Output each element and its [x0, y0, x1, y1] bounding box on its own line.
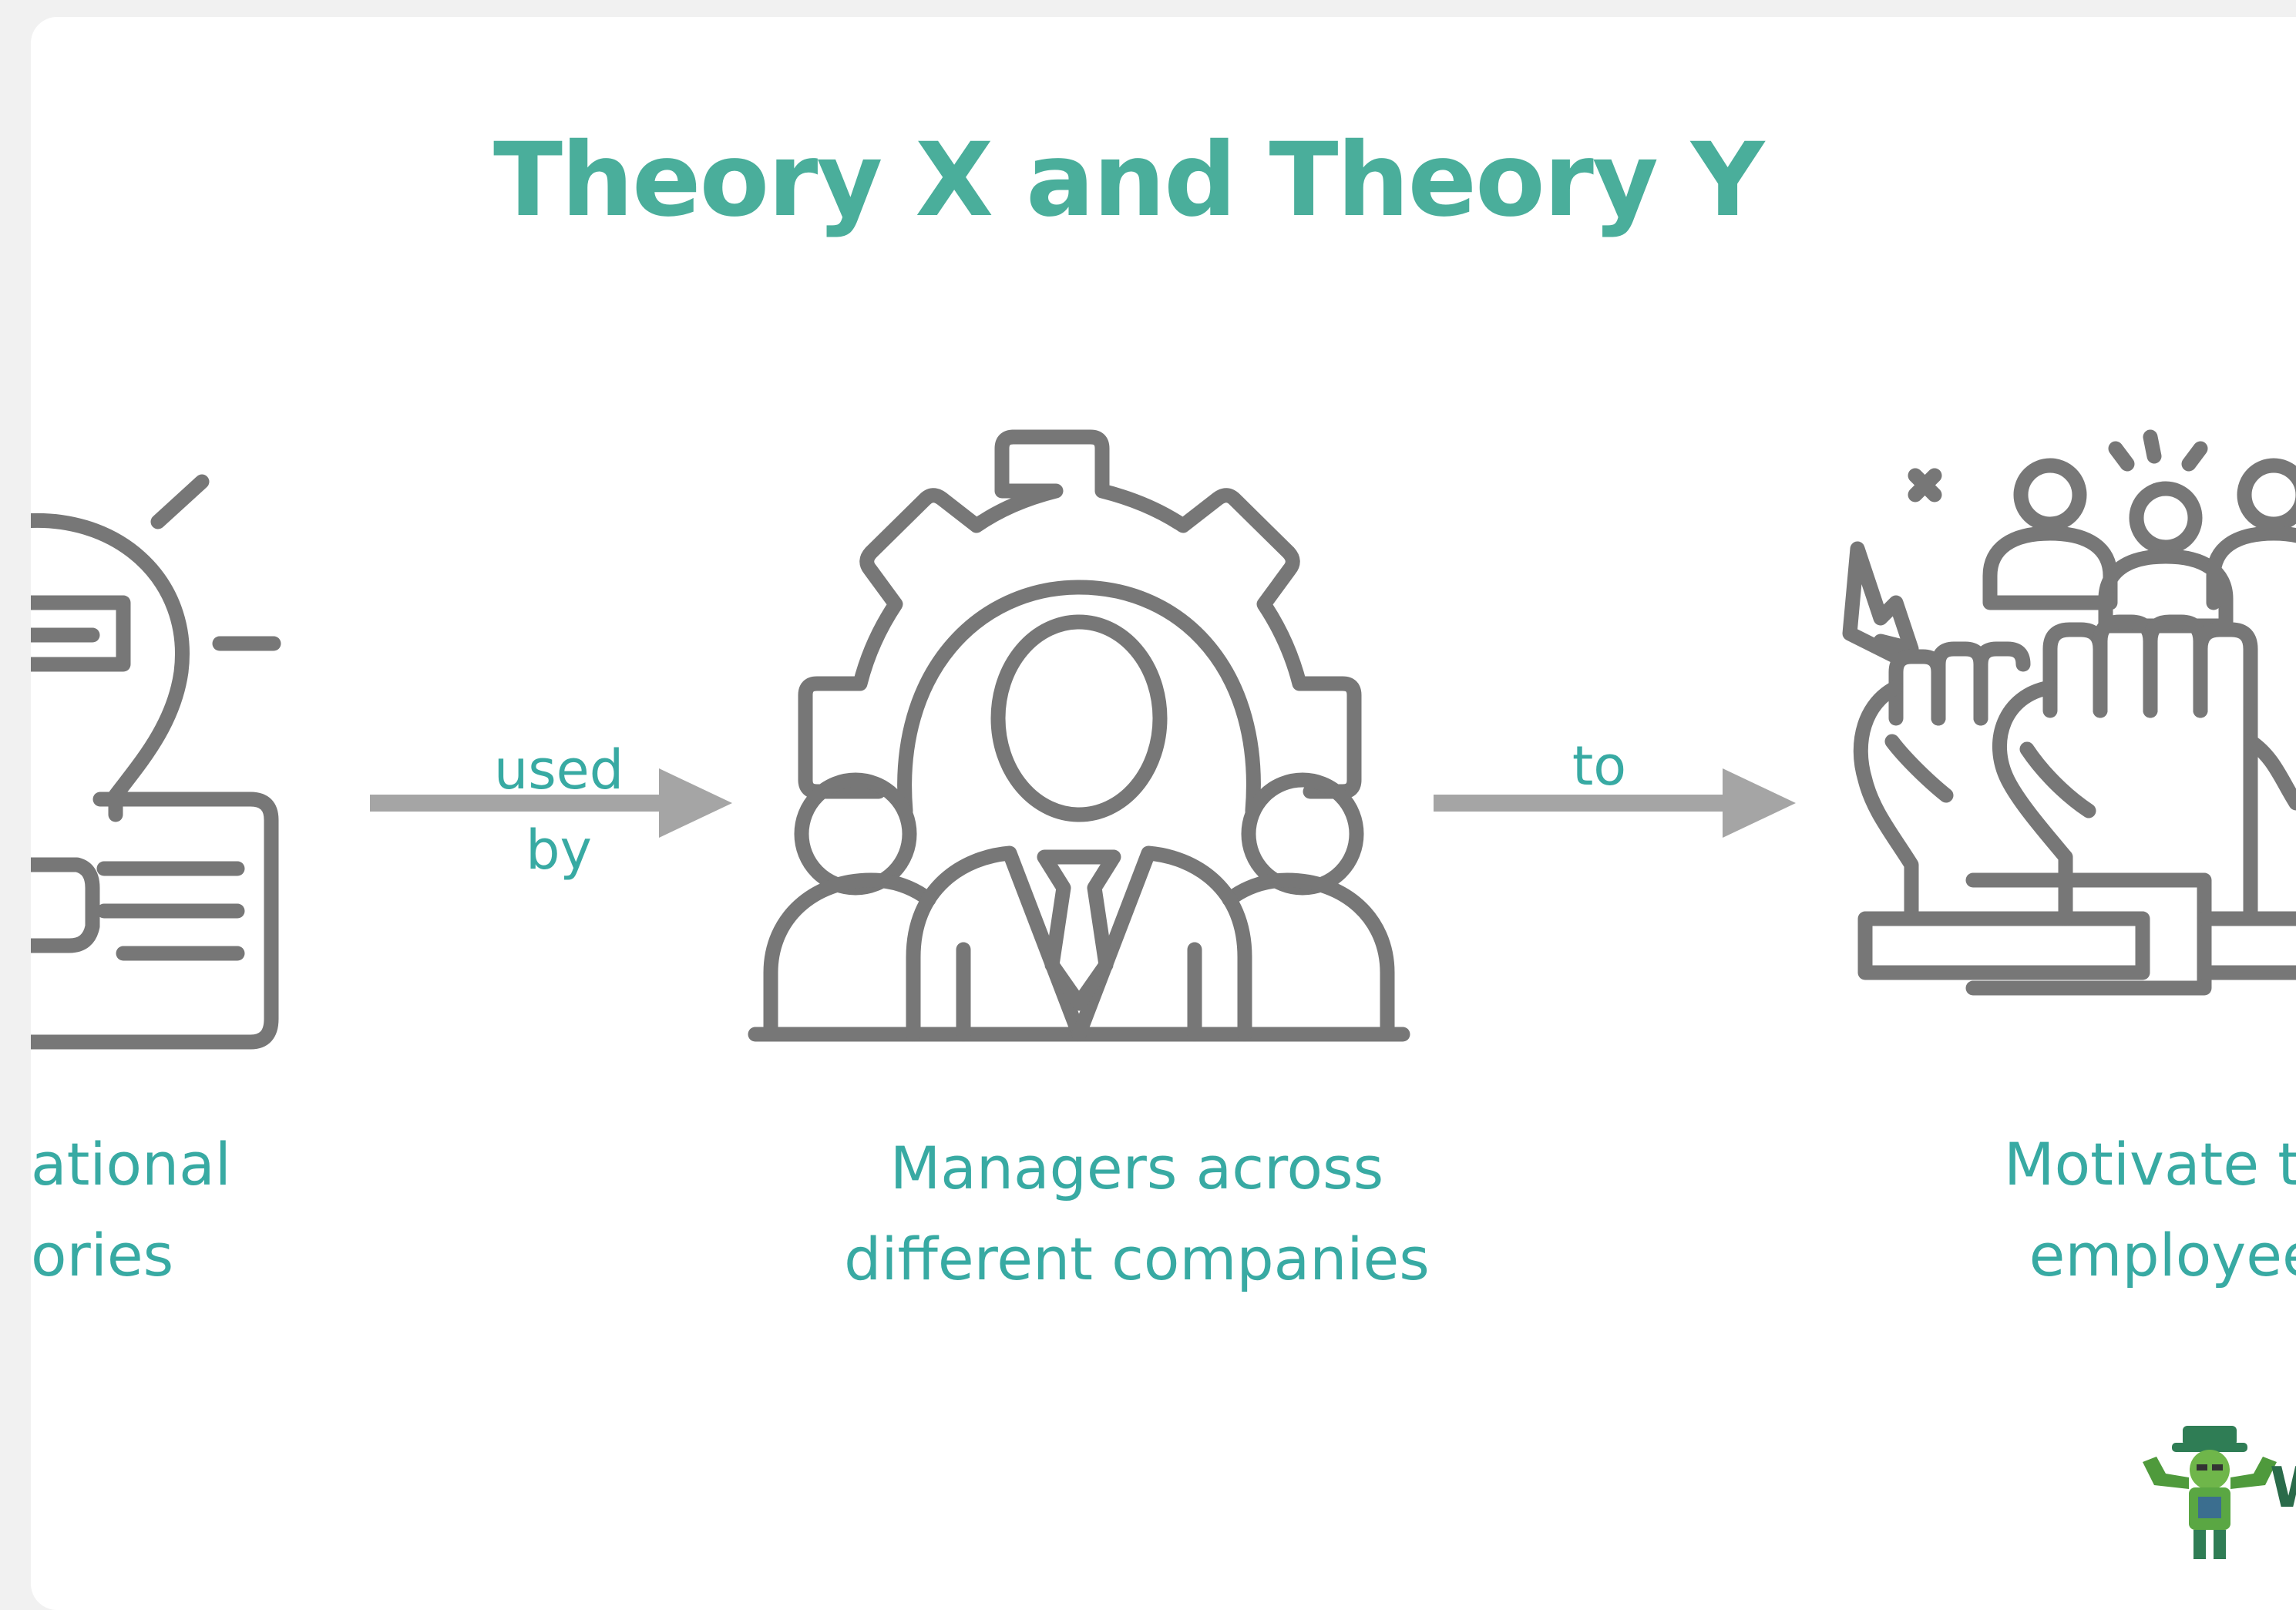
- caption-line: Managers across: [889, 1134, 1384, 1202]
- caption-line: ational: [31, 1130, 231, 1198]
- diagram-title: Theory X and Theory Y: [493, 121, 1764, 240]
- raised-fists-team-icon: [1842, 429, 2296, 996]
- caption-line: ories: [31, 1221, 174, 1289]
- diagram-canvas: Theory X and Theory Y: [31, 17, 2296, 1610]
- wallstreetmojo-mascot-icon: [2143, 1426, 2277, 1559]
- caption-line: Motivate the: [2004, 1130, 2296, 1198]
- caption-motivate: Motivate the employees: [1896, 1119, 2296, 1301]
- lightbulb-document-icon: [31, 474, 281, 1050]
- arrow-shaft: [370, 795, 663, 812]
- connector-label-line: used: [493, 738, 624, 802]
- connector-label-line: to: [1572, 734, 1627, 798]
- connector-label-used-by: used by: [432, 730, 686, 890]
- connector-label-line: by: [526, 818, 592, 882]
- arrow-head: [659, 768, 732, 838]
- caption-managers: Managers across different companies: [755, 1123, 1518, 1305]
- manager-gear-icon: [748, 429, 1410, 1042]
- arrow-managers-to-motivate: [1434, 768, 1796, 838]
- caption-line: employees: [2029, 1221, 2296, 1289]
- connector-label-to: to: [1522, 726, 1676, 806]
- logo-text: W: [2270, 1455, 2296, 1520]
- arrow-theories-to-managers: [370, 768, 732, 838]
- arrow-head: [1723, 768, 1796, 838]
- caption-theories: ational ories: [31, 1119, 231, 1301]
- arrow-shaft: [1434, 795, 1726, 812]
- caption-line: different companies: [844, 1225, 1430, 1293]
